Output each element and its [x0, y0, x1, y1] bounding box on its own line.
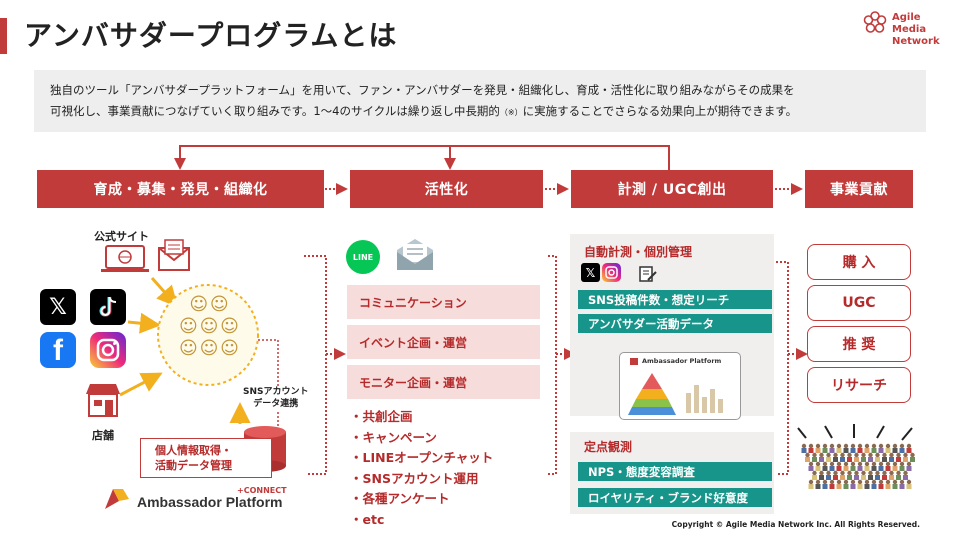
list-item: ・各種アンケート: [350, 491, 450, 506]
list-item: ・SNSアカウント運用: [350, 470, 479, 486]
platform-connect-label: +CONNECT: [237, 486, 287, 495]
dashboard-screenshot: Ambassador Platform: [619, 352, 741, 420]
copyright-text: Copyright © Agile Media Network Inc. All…: [671, 520, 920, 529]
sns-link-label-1: SNSアカウント: [243, 387, 309, 397]
store-icon: [86, 384, 120, 417]
measurement-panel-title: 自動計測・個別管理: [584, 245, 693, 259]
metric-bar-activity-label: アンバサダー活動データ: [588, 316, 715, 331]
page-title: アンバサダープログラムとは: [24, 19, 398, 52]
laptop-icon: [101, 245, 149, 272]
line-icon: LINE: [346, 240, 380, 274]
dashboard-title: Ambassador Platform: [642, 357, 722, 365]
outcome-recommend: 推 奨: [807, 326, 911, 362]
survey-bar-loyalty-label: ロイヤリティ・ブランド好意度: [588, 490, 748, 505]
dashboard-logo-icon: [630, 358, 638, 365]
platform-name: Ambassador Platform: [137, 494, 283, 510]
stage-activate: 活性化: [350, 170, 543, 208]
data-box-line-2: 活動データ管理: [155, 459, 232, 472]
instagram-small-icon: [602, 263, 621, 282]
intro-line-1: 独自のツール「アンバサダープラットフォーム」を用いて、ファン・アンバサダーを発見…: [50, 83, 795, 97]
fans-group-icon: ☺ ☺☺ ☺ ☺☺ ☺ ☺: [179, 294, 239, 359]
x-small-icon: 𝕏: [581, 263, 600, 282]
store-label: 店舗: [92, 429, 114, 442]
stage-organize: 育成・募集・発見・組織化: [37, 170, 324, 208]
list-item: ・共創企画: [350, 409, 413, 424]
sns-link-label-2: データ連携: [253, 399, 299, 409]
intro-line-2b: に実施することでさらなる効果向上が期待できます。: [522, 104, 798, 118]
newsletter-icon: [158, 239, 190, 271]
metric-bar-activity: アンバサダー活動データ: [578, 314, 772, 333]
crowd-icon: [801, 443, 915, 489]
survey-bar-loyalty: ロイヤリティ・ブランド好意度: [578, 488, 772, 507]
survey-bar-nps-label: NPS・態度変容調査: [588, 464, 695, 479]
x-icon: 𝕏: [40, 289, 76, 325]
item-communication-label: コミュニケーション: [359, 295, 467, 310]
official-site-label: 公式サイト: [94, 230, 149, 243]
stage-contribution-label: 事業貢献: [830, 182, 888, 198]
mail-icon: [397, 239, 433, 270]
data-management-box: 個人情報取得・ 活動データ管理: [140, 438, 272, 478]
company-logo: Agile Media Network: [862, 10, 952, 47]
edit-note-icon: [639, 266, 657, 282]
stage-measure-label: 計測 / UGC創出: [617, 182, 727, 198]
outcome-ugc-label: UGC: [842, 295, 876, 311]
dashboard-charts: [628, 373, 723, 415]
tiktok-icon: [90, 289, 126, 325]
item-monitor-label: モニター企画・運営: [359, 375, 468, 390]
line-icon-text: LINE: [352, 252, 374, 262]
outcome-ugc: UGC: [807, 285, 911, 321]
list-item: ・キャンペーン: [350, 429, 437, 445]
outcome-recommend-label: 推 奨: [842, 337, 876, 353]
item-monitor: モニター企画・運営: [347, 365, 540, 399]
title-accent-bar: [0, 18, 7, 54]
data-box-line-1: 個人情報取得・: [155, 444, 232, 457]
fixed-point-panel-title: 定点観測: [584, 440, 633, 454]
sns-link-label: SNSアカウント データ連携: [243, 386, 309, 410]
stage-contribution: 事業貢献: [805, 170, 913, 208]
outcome-research: リサーチ: [807, 367, 911, 403]
intro-note: （※）: [499, 108, 523, 117]
item-event: イベント企画・運営: [347, 325, 540, 359]
list-item: ・etc: [350, 511, 385, 527]
survey-bar-nps: NPS・態度変容調査: [578, 462, 772, 481]
logo-line-2: Network: [892, 36, 940, 47]
logo-line-1: Agile Media: [892, 12, 927, 35]
intro-line-2: 可視化し、事業貢献につなげていく取り組みです。1～4のサイクルは繰り返し中長期的…: [50, 101, 910, 123]
stage-activate-label: 活性化: [424, 182, 469, 198]
instagram-icon: [90, 332, 126, 368]
flower-logo-icon: [863, 11, 887, 33]
activity-list: ・共創企画 ・キャンペーン ・LINEオープンチャット ・SNSアカウント運用 …: [350, 407, 493, 530]
item-communication: コミュニケーション: [347, 285, 540, 319]
outcome-purchase: 購 入: [807, 244, 911, 280]
outcome-purchase-label: 購 入: [842, 255, 876, 271]
intro-description: 独自のツール「アンバサダープラットフォーム」を用いて、ファン・アンバサダーを発見…: [34, 70, 926, 132]
item-event-label: イベント企画・運営: [359, 335, 468, 350]
stage-measure: 計測 / UGC創出: [571, 170, 773, 208]
facebook-icon: f: [40, 332, 76, 368]
intro-line-2a: 可視化し、事業貢献につなげていく取り組みです。1～4のサイクルは繰り返し中長期的: [50, 104, 500, 118]
metric-bar-sns: SNS投稿件数・想定リーチ: [578, 290, 772, 309]
outcome-research-label: リサーチ: [831, 378, 887, 394]
metric-bar-sns-label: SNS投稿件数・想定リーチ: [588, 292, 730, 307]
ambassador-platform-logo-icon: [105, 489, 129, 509]
list-item: ・LINEオープンチャット: [350, 450, 494, 465]
stage-organize-label: 育成・募集・発見・組織化: [93, 182, 268, 198]
